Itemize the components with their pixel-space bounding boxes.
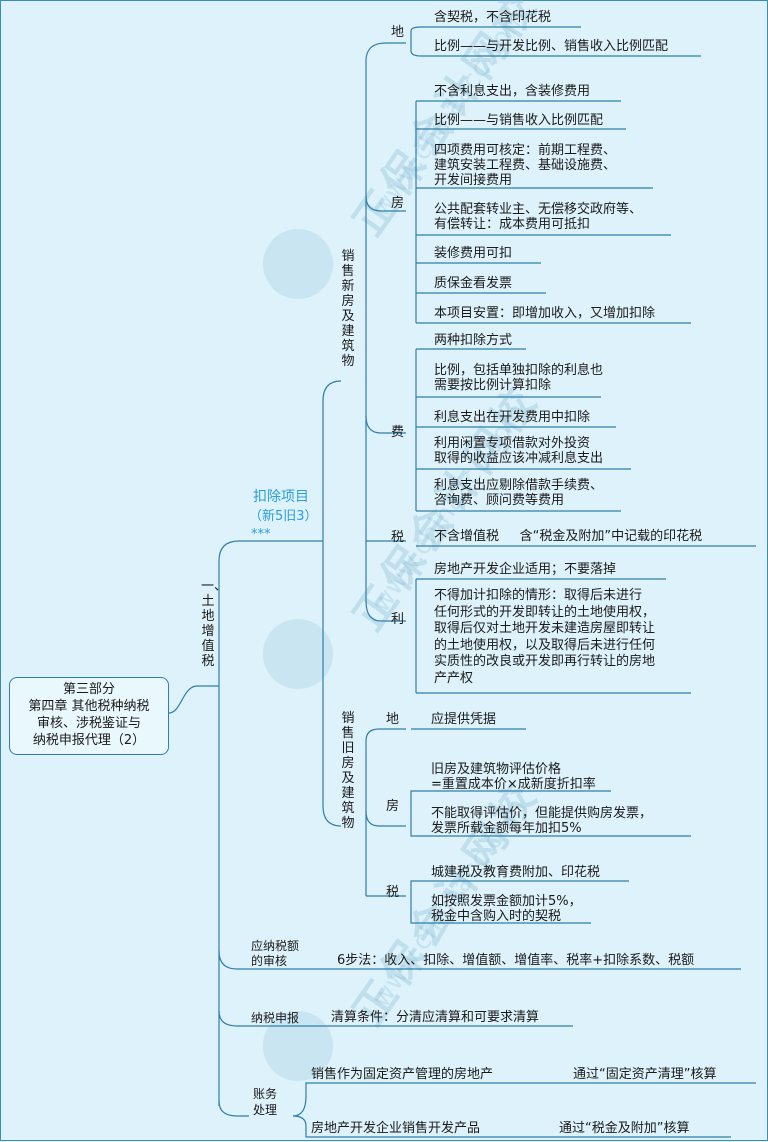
leaf-item: 利息支出应剔除借款手续费、 咨询费、顾问费等费用 bbox=[434, 478, 604, 508]
leaf-item: 不得加计扣除的情形：取得后未进行 任何形式的开发即转让的土地使用权， 取得后仅对… bbox=[434, 588, 656, 686]
leaf-item: 比例——与开发比例、销售收入比例匹配 bbox=[434, 39, 669, 54]
deduct-title: 扣除项目 bbox=[253, 489, 309, 505]
new-profit-label: 利 bbox=[391, 612, 405, 627]
leaf-item: 应提供凭据 bbox=[431, 712, 497, 727]
review-label: 应纳税额 的审核 bbox=[251, 939, 300, 968]
leaf-item: 四项费用可核定：前期工程费、 建筑安装工程费、基础设施费、 开发间接费用 bbox=[434, 143, 617, 188]
leaf-item: 不含增值税 含“税金及附加”中记载的印花税 bbox=[434, 529, 703, 544]
accounting-label: 账务 处理 bbox=[253, 1087, 278, 1117]
leaf-item: 城建税及教育费附加、印花税 bbox=[431, 865, 601, 880]
leaf-item: 装修费用可扣 bbox=[434, 246, 513, 261]
new-house-label: 销售新房及建筑物 bbox=[341, 249, 355, 369]
review-text: 6步法：收入、扣除、增值额、增值率、税率+扣除系数、税额 bbox=[337, 953, 695, 968]
leaf-item: 不含利息支出，含装修费用 bbox=[434, 84, 591, 99]
root-line4: 纳税申报代理（2） bbox=[32, 733, 146, 748]
accounting-left-1: 房地产开发企业销售开发产品 bbox=[311, 1121, 481, 1136]
old-land-label: 地 bbox=[386, 712, 400, 727]
leaf-item: 利用闲置专项借款对外投资 取得的收益应该冲减利息支出 bbox=[434, 436, 604, 466]
new-fee-label: 费 bbox=[391, 425, 405, 440]
declare-label: 纳税申报 bbox=[251, 1011, 300, 1025]
deduct-sub: （新5旧3） bbox=[249, 509, 318, 524]
leaf-item: 旧房及建筑物评估价格 =重置成本价×成新度折扣率 bbox=[431, 762, 596, 792]
leaf-item: 利息支出在开发费用中扣除 bbox=[434, 410, 591, 425]
leaf-item: 含契税，不含印花税 bbox=[434, 10, 552, 25]
leaf-item: 如按照发票金额加计5%， 税金中含购入时的契税 bbox=[431, 894, 582, 924]
leaf-item: 质保金看发票 bbox=[434, 276, 513, 291]
watermark-logo-icon bbox=[263, 619, 333, 689]
accounting-right-1: 通过“税金及附加”核算 bbox=[559, 1121, 690, 1136]
leaf-item: 比例——与销售收入比例匹配 bbox=[434, 113, 604, 128]
leaf-item: 公共配套转业主、无偿移交政府等、 有偿转让：成本费用可抵扣 bbox=[434, 202, 643, 232]
leaf-item: 比例，包括单独扣除的利息也 需要按比例计算扣除 bbox=[434, 363, 604, 393]
leaf-item: 本项目安置：即增加收入，又增加扣除 bbox=[434, 306, 656, 321]
root-node: 第三部分 第四章 其他税种纳税 审核、涉税鉴证与 纳税申报代理（2） bbox=[9, 677, 169, 755]
land-vat-label: 一、土地增值税 bbox=[201, 579, 228, 669]
root-part: 第三部分 bbox=[62, 682, 115, 697]
leaf-item: 两种扣除方式 bbox=[434, 333, 513, 348]
new-house-sub-label: 房 bbox=[391, 196, 405, 211]
leaf-item: 房地产开发企业适用；不要落掉 bbox=[434, 562, 617, 577]
old-house-label: 销售旧房及建筑物 bbox=[341, 711, 355, 831]
new-land-label: 地 bbox=[391, 25, 405, 40]
deduct-stars: *** bbox=[251, 527, 271, 542]
root-line3: 审核、涉税鉴证与 bbox=[36, 716, 141, 731]
watermark-logo-icon bbox=[263, 1011, 333, 1081]
watermark-logo-icon bbox=[263, 229, 333, 299]
root-chapter: 第四章 其他税种纳税 bbox=[28, 699, 150, 714]
leaf-item: 不能取得评估价，但能提供购房发票， 发票所载金额每年加扣5% bbox=[431, 806, 653, 836]
new-tax-label: 税 bbox=[391, 530, 405, 545]
declare-text: 清算条件：分清应清算和可要求清算 bbox=[331, 1010, 540, 1025]
accounting-left-0: 销售作为固定资产管理的房地产 bbox=[311, 1067, 494, 1082]
old-tax-label: 税 bbox=[386, 885, 400, 900]
old-house-sub-label: 房 bbox=[386, 799, 400, 814]
accounting-right-0: 通过“固定资产清理”核算 bbox=[573, 1067, 717, 1082]
